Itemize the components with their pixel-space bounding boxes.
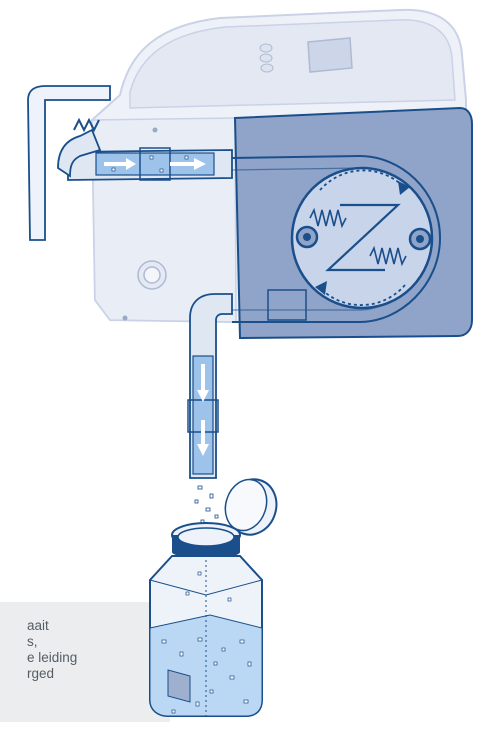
caption-text: aait s, e leiding rged: [0, 618, 150, 682]
collection-bottle: [150, 473, 283, 716]
display-screen: [308, 38, 352, 72]
caption-line: s,: [0, 634, 150, 650]
caption-line: aait: [0, 618, 150, 634]
knob: [138, 261, 166, 289]
screw: [153, 128, 158, 133]
control-buttons: [260, 44, 273, 72]
falling-particles: [195, 486, 218, 523]
caption-line: e leiding: [0, 650, 150, 666]
caption-line: rged: [0, 666, 150, 682]
screw: [123, 316, 128, 321]
